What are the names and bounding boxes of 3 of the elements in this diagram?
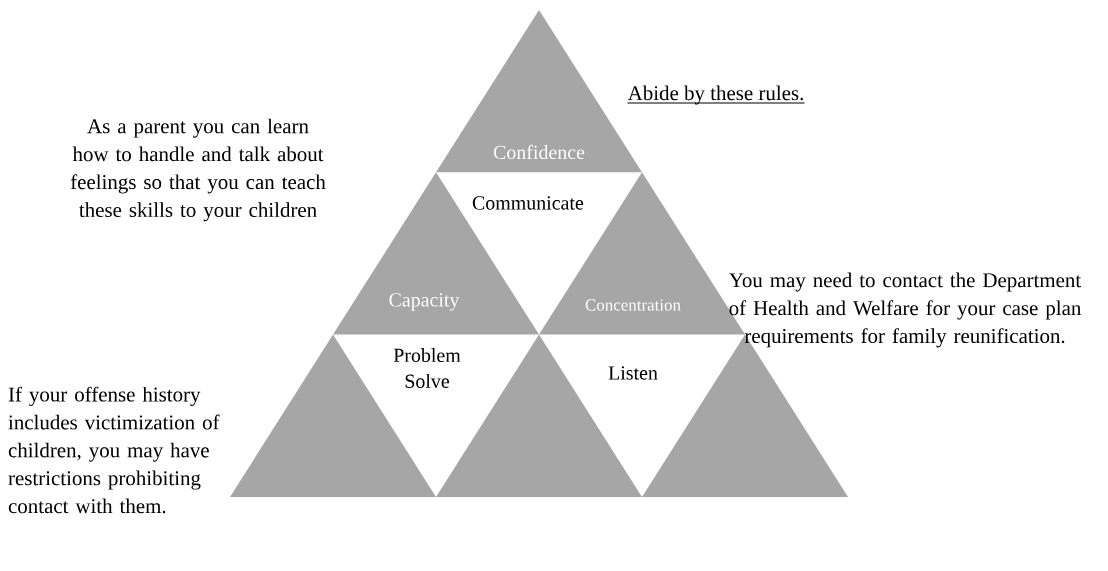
paragraph: As a parent you can learn how to handle and talk about feelings so that you can teach these skills to your children bbox=[70, 118, 326, 222]
skill-label: Listen bbox=[608, 366, 658, 380]
skill-label: Problem Solve bbox=[393, 348, 461, 388]
